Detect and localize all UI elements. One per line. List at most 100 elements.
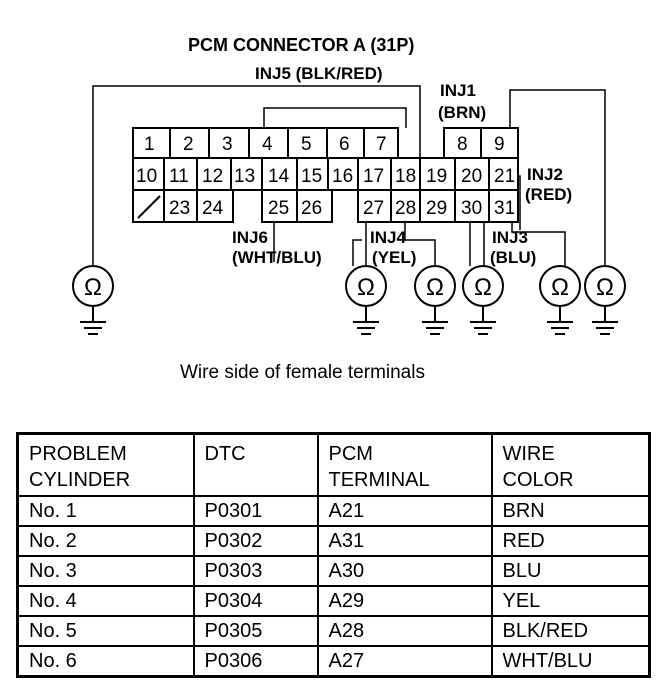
pin-21: 21 (494, 166, 515, 187)
ohmmeter-icon: Ω (72, 265, 114, 307)
pin-14: 14 (268, 166, 290, 187)
label-inj1-color: (BRN) (438, 103, 486, 122)
pin-27: 27 (363, 198, 384, 219)
ground-icon (422, 306, 448, 335)
cell-cylinder: No. 1 (16, 495, 195, 527)
cell-terminal: A27 (316, 645, 493, 678)
pin-18: 18 (395, 166, 416, 187)
table-row: No. 2 P0302 A31 RED (16, 525, 651, 557)
cell-terminal: A21 (316, 495, 493, 527)
pin-5: 5 (301, 134, 312, 155)
svg-text:Ω: Ω (357, 274, 375, 301)
wire-labels: INJ5 (BLK/RED) INJ1 (BRN) INJ2 (RED) INJ… (232, 64, 572, 267)
cell-wire-color: BLU (490, 555, 651, 587)
header-line: CYLINDER (29, 469, 131, 491)
pin-17: 17 (363, 166, 384, 187)
svg-text:Ω: Ω (596, 274, 614, 301)
cell-wire-color: BRN (490, 495, 651, 527)
pin-3: 3 (222, 134, 233, 155)
cell-wire-color: WHT/BLU (490, 645, 651, 678)
pin-12: 12 (202, 166, 223, 187)
ohmmeter-4: Ω (462, 265, 504, 335)
cell-terminal: A31 (316, 525, 493, 557)
ohmmeter-6: Ω (584, 265, 626, 335)
ohmmeter-icon: Ω (414, 265, 456, 307)
ohmmeter-5: Ω (539, 265, 581, 335)
svg-text:Ω: Ω (551, 274, 569, 301)
label-inj2-name: INJ2 (527, 165, 563, 184)
diagram-caption: Wire side of female terminals (180, 362, 425, 383)
header-wire-color: WIRE COLOR (490, 432, 651, 497)
table-row: No. 1 P0301 A21 BRN (16, 495, 651, 527)
pin-16: 16 (332, 166, 353, 187)
header-line: TERMINAL (328, 469, 430, 491)
cell-wire-color: BLK/RED (490, 615, 651, 647)
cell-terminal: A28 (316, 615, 493, 647)
ground-icon (80, 306, 106, 335)
pin-2: 2 (183, 134, 194, 155)
misfire-table-container: PROBLEM CYLINDER DTC PCM TERMINAL WIRE C… (16, 432, 651, 678)
cell-cylinder: No. 6 (16, 645, 195, 678)
misfire-table: PROBLEM CYLINDER DTC PCM TERMINAL WIRE C… (16, 432, 651, 678)
pcm-connector (132, 127, 519, 223)
cell-cylinder: No. 5 (16, 615, 195, 647)
header-line: WIRE (502, 443, 555, 465)
svg-text:Ω: Ω (84, 274, 102, 301)
cell-dtc: P0304 (192, 585, 319, 617)
header-line: PCM (328, 443, 373, 465)
ohmmeter-1: Ω (72, 265, 114, 335)
cell-cylinder: No. 4 (16, 585, 195, 617)
pin-4: 4 (262, 134, 273, 155)
test-wires (92, 85, 606, 266)
pin-31: 31 (494, 198, 515, 219)
svg-text:Ω: Ω (474, 274, 492, 301)
label-inj6-name: INJ6 (232, 228, 268, 247)
label-inj3-name: INJ3 (492, 228, 528, 247)
label-inj6-color: (WHT/BLU) (232, 248, 322, 267)
cell-cylinder: No. 2 (16, 525, 195, 557)
ohmmeter-icon: Ω (345, 265, 387, 307)
pin-30: 30 (461, 198, 482, 219)
header-problem-cylinder: PROBLEM CYLINDER (16, 432, 195, 497)
cell-terminal: A30 (316, 555, 493, 587)
pin-7: 7 (376, 134, 387, 155)
pin-9: 9 (494, 134, 505, 155)
pin-1: 1 (144, 134, 155, 155)
svg-text:Ω: Ω (426, 274, 444, 301)
header-line: PROBLEM (29, 443, 127, 465)
ground-icon (353, 306, 379, 335)
pin-28: 28 (395, 198, 416, 219)
pin-11: 11 (169, 166, 189, 187)
cell-dtc: P0306 (192, 645, 319, 678)
cell-dtc: P0301 (192, 495, 319, 527)
pin-19: 19 (426, 166, 447, 187)
pin-23: 23 (169, 198, 190, 219)
table-row: No. 4 P0304 A29 YEL (16, 585, 651, 617)
pin-25: 25 (268, 198, 289, 219)
cell-dtc: P0303 (192, 555, 319, 587)
pin-24: 24 (202, 198, 224, 219)
cell-wire-color: YEL (490, 585, 651, 617)
header-line: COLOR (502, 469, 574, 491)
pin-10: 10 (136, 166, 157, 187)
header-line: DTC (204, 443, 246, 465)
label-inj4-name: INJ4 (370, 228, 406, 247)
cell-dtc: P0302 (192, 525, 319, 557)
ohmmeter-icon: Ω (462, 265, 504, 307)
cell-wire-color: RED (490, 525, 651, 557)
label-inj3-color: (BLU) (490, 248, 536, 267)
pin-6: 6 (339, 134, 350, 155)
label-inj5: INJ5 (BLK/RED) (255, 64, 383, 83)
table-row: No. 6 P0306 A27 WHT/BLU (16, 645, 651, 678)
pin-13: 13 (234, 166, 255, 187)
label-inj4-color: (YEL) (372, 248, 416, 267)
cell-cylinder: No. 3 (16, 555, 195, 587)
diagram-title: PCM CONNECTOR A (31P) (188, 35, 414, 55)
connector-diagram: PCM CONNECTOR A (31P) (72, 35, 626, 383)
pin-29: 29 (426, 198, 447, 219)
pin-15: 15 (301, 166, 322, 187)
cell-dtc: P0305 (192, 615, 319, 647)
ohmmeter-3: Ω (414, 265, 456, 335)
ground-icon (470, 306, 496, 335)
pin-numbers: 1 2 3 4 5 6 7 8 9 10 11 12 13 14 15 16 1… (136, 134, 515, 219)
